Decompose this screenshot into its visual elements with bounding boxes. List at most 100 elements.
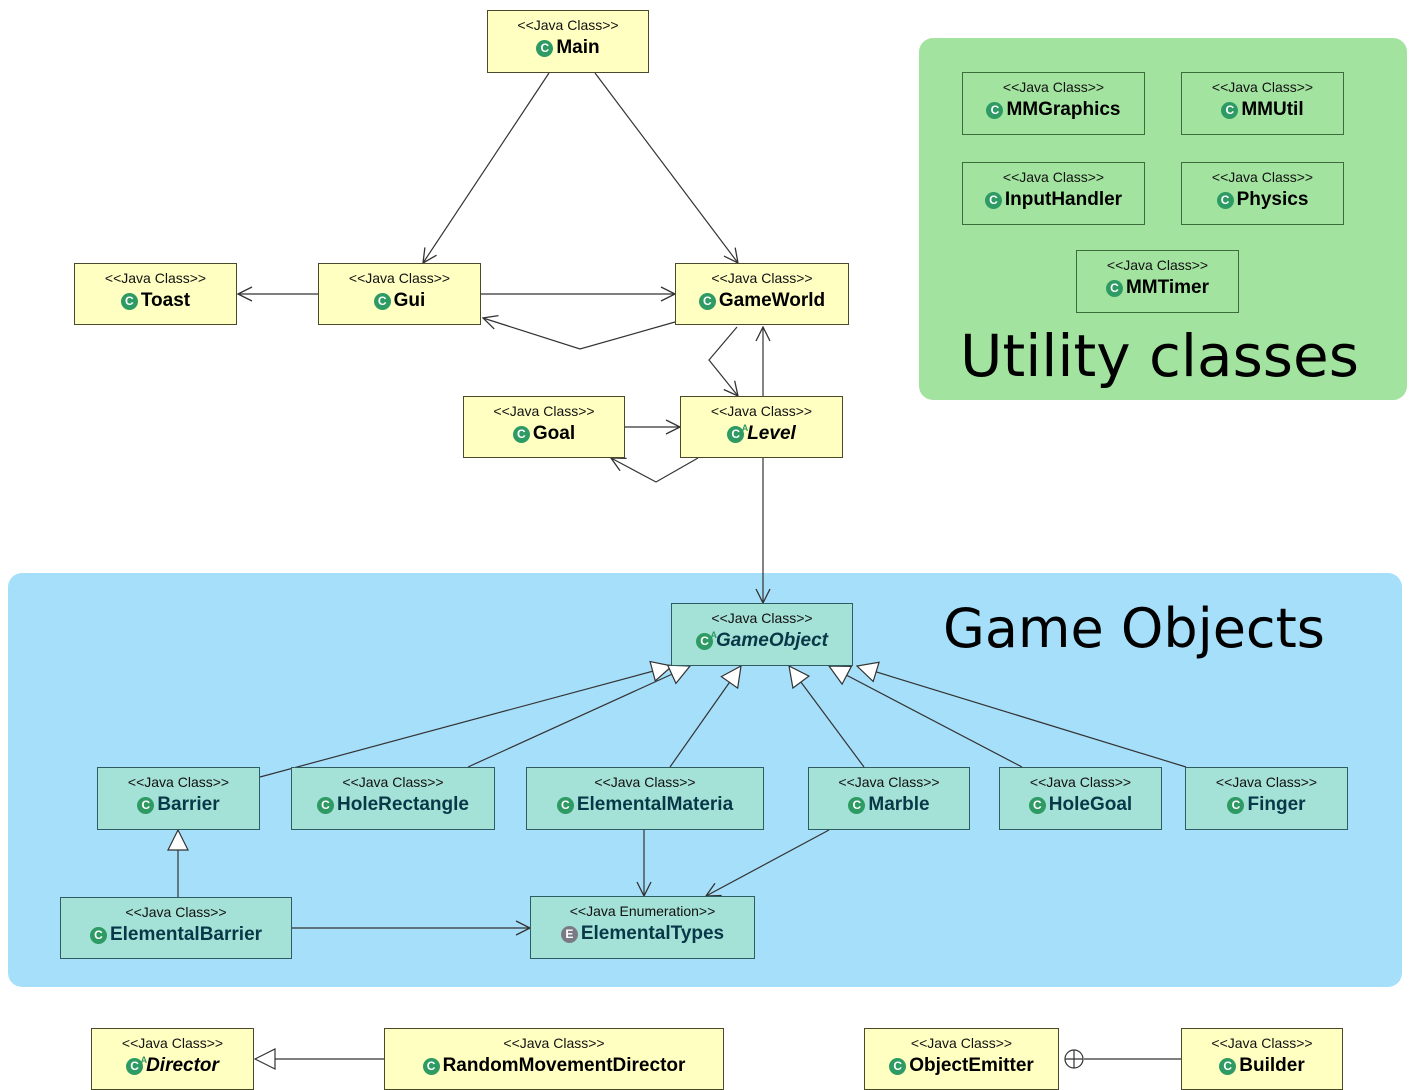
class-name: Gui bbox=[393, 290, 426, 311]
stereotype-label: <<Java Class>> bbox=[1106, 257, 1209, 273]
stereotype-label: <<Java Class>> bbox=[1211, 79, 1314, 95]
class-name: Level bbox=[747, 423, 796, 444]
class-name: Finger bbox=[1247, 794, 1306, 815]
edge-elementalmateria-gameobject bbox=[669, 666, 741, 768]
class-icon: C bbox=[556, 796, 574, 814]
stereotype-label: <<Java Class>> bbox=[1211, 1035, 1313, 1051]
class-name: Toast bbox=[140, 290, 191, 311]
game-objects-title: Game Objects bbox=[943, 597, 1325, 660]
class-name: MMTimer bbox=[1125, 277, 1210, 298]
class-name: Physics bbox=[1236, 189, 1309, 210]
stereotype-label: <<Java Class>> bbox=[1002, 169, 1105, 185]
stereotype-label: <<Java Class>> bbox=[1002, 79, 1105, 95]
class-name: ElementalTypes bbox=[580, 923, 725, 944]
stereotype-label: <<Java Class>> bbox=[710, 403, 813, 419]
class-icon: C bbox=[698, 292, 716, 310]
utility-classes-title: Utility classes bbox=[960, 322, 1359, 390]
class-icon: C bbox=[1219, 1057, 1237, 1075]
edge-marble-gameobject bbox=[789, 666, 865, 768]
stereotype-label: <<Java Class>> bbox=[711, 610, 813, 626]
stereotype-label: <<Java Class>> bbox=[711, 270, 813, 286]
class-name: Builder bbox=[1239, 1055, 1305, 1076]
nested-class-symbol bbox=[1064, 1049, 1084, 1069]
class-name: HoleGoal bbox=[1048, 794, 1133, 815]
edge-gameworld-level bbox=[708, 326, 738, 396]
class-icon: C bbox=[536, 39, 554, 57]
class-icon: C bbox=[1221, 101, 1239, 119]
class-icon: C bbox=[889, 1057, 907, 1075]
class-name: ElementalBarrier bbox=[109, 924, 263, 945]
stereotype-label: <<Java Class>> bbox=[838, 774, 940, 790]
class-name: ObjectEmitter bbox=[909, 1055, 1034, 1076]
class-icon: C bbox=[1028, 796, 1046, 814]
class-icon: C bbox=[373, 292, 391, 310]
edge-holegoal-gameobject bbox=[829, 666, 1023, 768]
stereotype-label: <<Java Class>> bbox=[503, 1035, 605, 1051]
stereotype-label: <<Java Class>> bbox=[910, 1035, 1013, 1051]
class-name: MMUtil bbox=[1241, 99, 1304, 120]
class-name: HoleRectangle bbox=[337, 794, 469, 815]
edge-main-gui bbox=[423, 72, 550, 263]
stereotype-label: <<Java Class>> bbox=[1215, 774, 1318, 790]
edge-level-goal bbox=[611, 458, 699, 483]
class-name: ElementalMateria bbox=[576, 794, 734, 815]
stereotype-label: <<Java Class>> bbox=[104, 270, 207, 286]
class-name: Marble bbox=[868, 794, 930, 815]
edge-marble-elementaltypes bbox=[706, 829, 830, 896]
class-name: GameObject bbox=[716, 630, 828, 651]
edge-main-gameworld bbox=[594, 72, 738, 263]
class-name: GameWorld bbox=[718, 290, 826, 311]
class-name: InputHandler bbox=[1004, 189, 1123, 210]
class-icon: C bbox=[137, 796, 155, 814]
class-name: MMGraphics bbox=[1006, 99, 1121, 120]
class-icon: C bbox=[120, 292, 138, 310]
class-name: Director bbox=[146, 1055, 219, 1076]
class-name: Barrier bbox=[157, 794, 220, 815]
stereotype-label: <<Java Class>> bbox=[342, 774, 444, 790]
stereotype-label: <<Java Class>> bbox=[121, 1035, 224, 1051]
edge-barrier-gameobject bbox=[259, 666, 672, 778]
stereotype-label: <<Java Class>> bbox=[517, 17, 619, 33]
class-icon: C bbox=[986, 101, 1004, 119]
stereotype-label: <<Java Class>> bbox=[1029, 774, 1132, 790]
stereotype-label: <<Java Class>> bbox=[125, 904, 227, 920]
class-icon: C bbox=[1105, 279, 1123, 297]
enum-icon: E bbox=[560, 925, 578, 943]
stereotype-label: <<Java Class>> bbox=[1211, 169, 1314, 185]
class-icon: C bbox=[848, 796, 866, 814]
class-icon: C bbox=[317, 796, 334, 814]
edge-holerectangle-gameobject bbox=[467, 666, 690, 768]
stereotype-label: <<Java Enumeration>> bbox=[569, 903, 716, 919]
class-name: Main bbox=[556, 37, 600, 58]
class-icon: C bbox=[984, 191, 1002, 209]
class-icon: C bbox=[512, 425, 530, 443]
